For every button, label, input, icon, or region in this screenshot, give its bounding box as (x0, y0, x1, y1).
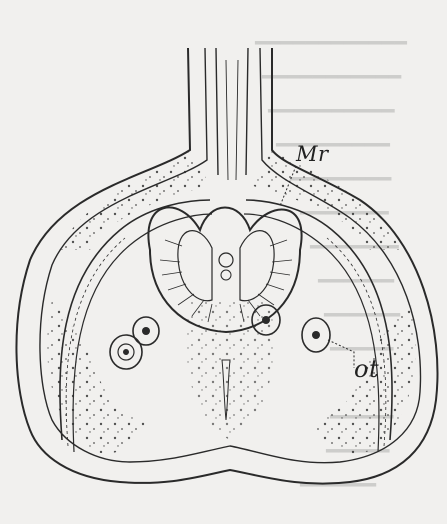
vesicle-left-inner (133, 317, 159, 345)
pharynx-inner (178, 231, 212, 301)
label-ot: ot (354, 355, 379, 383)
vesicle-left-outer (110, 335, 142, 369)
mesenchyme-center (186, 300, 273, 440)
label-mr: Mr (296, 142, 329, 166)
mesenchyme-upper (60, 150, 210, 250)
leader-ot (328, 340, 354, 368)
notochord (219, 253, 233, 267)
neural-stem (216, 48, 248, 175)
vesicle-right-outer (302, 318, 330, 352)
